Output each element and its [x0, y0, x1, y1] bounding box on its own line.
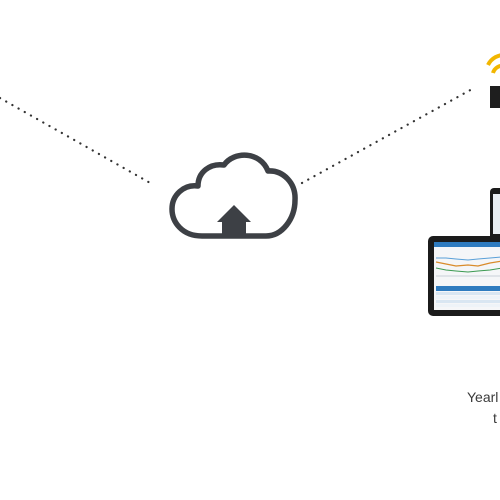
- caption-line-2: t: [493, 410, 497, 426]
- connector-left: [0, 96, 154, 186]
- wifi-device-icon: [486, 53, 500, 108]
- connector-right: [300, 86, 476, 185]
- cloud-upload-icon: [169, 152, 298, 239]
- caption-line-1: Yearl: [467, 389, 499, 405]
- tablet-and-phone-dashboard-icon: [428, 188, 500, 316]
